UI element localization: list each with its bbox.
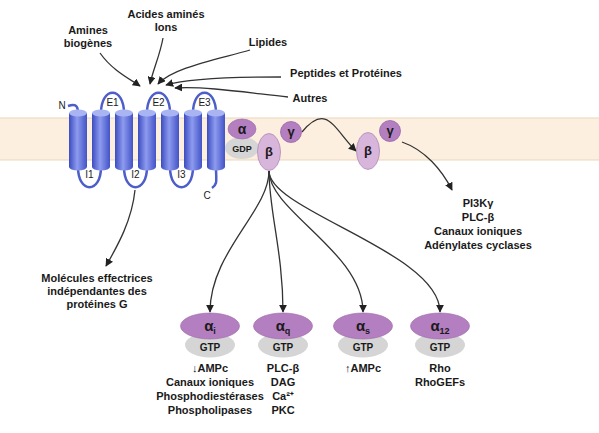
effector-arrow: [402, 142, 452, 190]
alpha-ellipse: [254, 313, 313, 339]
receptor-helices: [69, 110, 225, 171]
effector-label: PLC-β: [267, 362, 299, 375]
subunit-symbol-row: αi: [180, 315, 240, 342]
effector-label: ↓AMPc: [192, 362, 228, 375]
nucleotide-label: GTP: [180, 341, 240, 354]
subunit-subscript: q: [285, 326, 291, 336]
effector-label: Canaux ioniques: [434, 225, 522, 238]
activation-arrow: [210, 171, 269, 312]
effector-label: Ca²⁺: [272, 390, 294, 403]
nucleotide-label: GDP: [225, 143, 259, 155]
subunit-subscript: 12: [440, 326, 450, 336]
g-alpha-subunit: αsGTP: [333, 312, 393, 358]
subunit-symbol: β: [356, 132, 380, 170]
helix: [161, 110, 179, 171]
effector-label: Phosphodiestérases: [156, 390, 264, 403]
beta-ellipse: [357, 133, 380, 170]
subunit-symbol-row: α12: [410, 315, 470, 342]
beta-ellipse: [258, 134, 281, 171]
membrane-edge: [0, 118, 599, 119]
helix: [92, 110, 110, 171]
helix: [184, 110, 202, 171]
receptor-loops: [68, 93, 216, 188]
effector-label: RhoGEFs: [415, 376, 465, 389]
effector-label: Phospholipases: [168, 404, 252, 417]
g-alpha-subunit: αGDP: [225, 118, 259, 160]
subunit-subscript: s: [365, 326, 370, 336]
subunit-symbol: β: [257, 133, 281, 171]
subunit-symbol: γ: [379, 120, 401, 142]
subunit-symbol: γ: [280, 121, 302, 143]
alpha-ellipse: [181, 313, 240, 339]
nucleotide-label: GTP: [253, 341, 313, 354]
ligand-label: Lipides: [249, 36, 288, 49]
helix: [207, 110, 225, 171]
terminus-label: C: [203, 190, 210, 202]
g-alpha-subunit: αiGTP: [180, 312, 240, 358]
subunit-symbol-row: αq: [253, 315, 313, 342]
gamma-circle: [281, 122, 302, 143]
subunit-symbol: α: [430, 317, 439, 334]
gamma-circle: [380, 121, 401, 142]
g-alpha-subunit: αqGTP: [253, 312, 313, 358]
subunit-symbol-row: αs: [333, 315, 393, 342]
terminus-label: N: [58, 100, 65, 112]
ligand-arrow: [166, 77, 281, 85]
effector-label: PLC-β: [462, 211, 494, 224]
ligand-label: Autres: [293, 92, 328, 105]
nucleotide-label: GTP: [410, 341, 470, 354]
loop-label: E1: [106, 97, 118, 109]
subunit-symbol: α: [204, 317, 213, 334]
subunit-symbol: α: [356, 317, 365, 334]
ligand-arrow: [100, 53, 140, 86]
loop-label: E3: [198, 97, 210, 109]
membrane: [0, 118, 599, 160]
helix: [115, 110, 133, 171]
subunit-symbol: α: [225, 119, 259, 139]
activation-arrow: [269, 171, 440, 312]
ligand-arrow: [150, 38, 163, 84]
alpha-ellipse: [334, 313, 393, 339]
subunit-symbol: α: [276, 317, 285, 334]
loop-label: I2: [131, 169, 139, 181]
activation-arrow: [302, 119, 356, 151]
loop-label: I3: [177, 169, 185, 181]
effector-label: Molécules effectrices indépendantes des …: [32, 272, 162, 311]
ligand-label: Amines biogènes: [56, 24, 121, 50]
ligand-label: Acides aminés Ions: [121, 8, 211, 34]
subunit-subscript: i: [213, 326, 216, 336]
effector-label: ↑AMPc: [345, 362, 381, 375]
helix: [69, 110, 87, 171]
effector-label: Adénylates cyclases: [424, 239, 532, 252]
loop-label: I1: [85, 169, 93, 181]
effector-arrow: [106, 190, 135, 266]
ligand-label: Peptides et Protéines: [290, 67, 402, 80]
g-gamma-subunit: γ: [379, 120, 401, 142]
g-alpha-subunit: α12GTP: [410, 312, 470, 358]
g-beta-subunit: β: [257, 133, 281, 171]
nucleotide-label: GTP: [333, 341, 393, 354]
effector-label: PI3Kγ: [463, 197, 494, 210]
g-beta-subunit: β: [356, 132, 380, 170]
alpha-ellipse: [411, 313, 470, 339]
g-gamma-subunit: γ: [280, 121, 302, 143]
membrane-edge: [0, 160, 599, 161]
loop-label: E2: [152, 97, 164, 109]
effector-label: Rho: [429, 362, 450, 375]
effector-label: PKC: [271, 404, 294, 417]
effector-label: Canaux ioniques: [166, 376, 254, 389]
effector-label: DAG: [271, 376, 295, 389]
gdp-region: [225, 137, 259, 159]
helix: [138, 110, 156, 171]
ligand-arrow: [175, 88, 288, 97]
